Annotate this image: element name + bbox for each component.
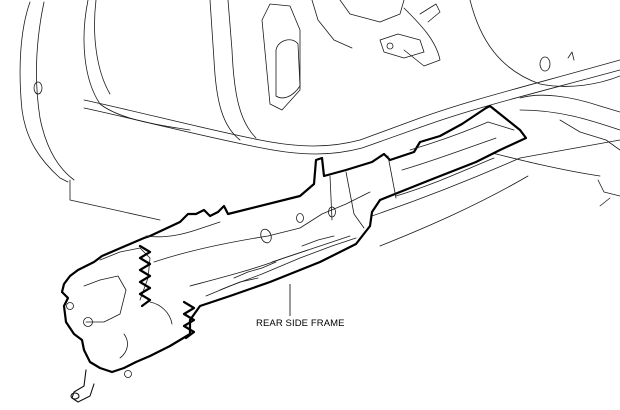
frame-upper-ridge [153,191,371,263]
frame-rear-ridge-2 [401,137,497,171]
right-cross-member [559,119,620,151]
callout-label: REAR SIDE FRAME [256,318,345,329]
right-lower-bracket [597,179,620,197]
upper-bracket-inner [275,39,301,99]
wheelhouse-arch [83,0,191,131]
right-lower-tick [599,197,611,207]
frame-bead-4 [301,235,335,247]
panel-rib-2 [227,0,257,139]
right-mid-line [479,149,601,177]
frame-hole-2 [296,213,304,223]
right-floor-edge-2 [519,109,620,131]
frame-rear-ridge [409,121,515,151]
frame-seam-3 [387,155,397,199]
frame-lower-tab [119,333,128,359]
hook-tip [419,3,441,23]
callout-rear-side-frame: REAR SIDE FRAME [256,284,345,329]
panel-rib-1 [209,0,241,141]
frame-bead-1 [233,261,277,279]
frame-hole-front [83,317,93,327]
frame-hole-tip [66,302,74,310]
rear-side-frame [60,104,528,403]
small-hook-bracket [379,33,425,59]
upper-bracket [261,3,301,111]
frame-hole-lower [124,370,132,378]
frame-front-flange [99,247,151,301]
top-member [339,0,405,23]
stud-pin [71,369,95,403]
wheelhouse-arch-inner [94,0,111,95]
hook-hole [386,42,394,50]
left-inner-panel-edge [36,1,75,181]
frame-bead-2 [219,277,259,291]
right-floor-edge [519,94,620,113]
left-outer-panel-edge [19,1,69,183]
left-panel-hole [33,81,43,95]
left-panel-lower-edge [69,179,161,221]
frame-front-box [83,275,127,323]
floor-pan-edge [359,139,620,221]
frame-seam-2 [345,171,365,229]
floor-pan-edge-2 [379,175,529,247]
break-mark-left [138,244,152,308]
frame-bead-3 [271,249,309,263]
right-panel-mark [567,51,575,61]
frame-rear-ridge-3 [395,157,495,197]
tab-bracket [403,7,441,67]
right-panel-hole [539,56,551,72]
frame-lower-curve [149,301,173,325]
break-mark-right [182,300,196,340]
right-upper-panel [469,0,620,87]
frame-seam-1 [329,175,333,221]
frame-upper-flange [145,221,221,238]
stud-pin-end [70,392,80,400]
floor-line-upper [83,59,620,147]
frame-hole-1 [260,228,272,244]
rear-side-frame-outline [60,104,528,374]
floor-line-lower [83,69,620,155]
background-body-structure [19,0,620,247]
bracket-edge [311,0,353,49]
